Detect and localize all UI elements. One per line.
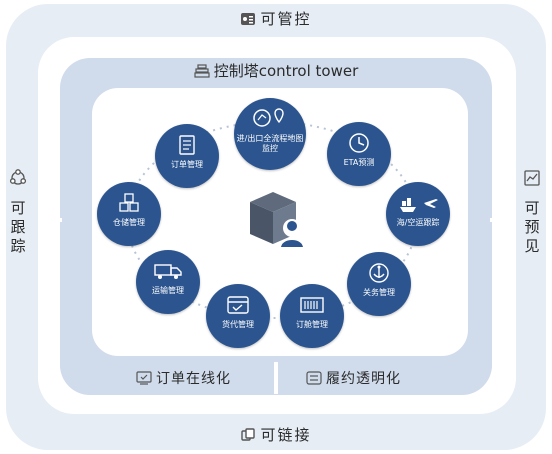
node-warehouse: 仓储管理 xyxy=(97,182,161,246)
control-tower-label: 控制塔control tower xyxy=(0,60,552,81)
outer-left-label: 可跟踪 xyxy=(8,168,28,256)
forwarder-box-icon xyxy=(227,296,249,314)
node-warehouse-label: 仓储管理 xyxy=(113,218,145,227)
node-forwarder-label: 货代管理 xyxy=(222,320,254,329)
track-icon xyxy=(9,169,27,185)
outer-right-text: 可预见 xyxy=(524,199,540,255)
node-map-monitor-label: 进/出口全流程地图监控 xyxy=(236,134,304,153)
node-sea-air: 海/空运跟踪 xyxy=(386,182,450,246)
ship-plane-icon xyxy=(400,198,438,212)
node-order-label: 订单管理 xyxy=(171,160,203,169)
fulfillment-icon xyxy=(306,371,322,385)
control-tower-text: 控制塔control tower xyxy=(213,62,359,80)
fulfillment-label: 履约透明化 xyxy=(306,368,401,388)
right-gap xyxy=(490,218,516,222)
node-transport-label: 运输管理 xyxy=(152,286,184,295)
node-map-monitor: 进/出口全流程地图监控 xyxy=(234,98,306,170)
boxes-icon xyxy=(119,193,139,212)
outer-right-label: 可预见 xyxy=(522,168,542,256)
barcode-icon xyxy=(300,297,324,313)
outer-bottom-label: 可链接 xyxy=(0,424,552,445)
node-booking: 订舱管理 xyxy=(280,284,344,348)
left-gap xyxy=(38,218,62,222)
node-customs-label: 关务管理 xyxy=(363,288,395,297)
clock-icon xyxy=(349,133,369,153)
center-package-user-icon xyxy=(250,192,306,249)
document-icon xyxy=(179,135,195,155)
node-customs: 关务管理 xyxy=(347,252,411,316)
node-transport: 运输管理 xyxy=(136,250,200,314)
outer-top-label: 可管控 xyxy=(0,8,552,29)
outer-top-text: 可管控 xyxy=(260,10,312,28)
node-eta: ETA预测 xyxy=(327,122,391,186)
forecast-icon xyxy=(524,170,540,186)
node-order: 订单管理 xyxy=(155,124,219,188)
map-monitor-icon xyxy=(253,108,284,127)
node-forwarder: 货代管理 xyxy=(206,284,270,348)
truck-icon xyxy=(154,264,182,279)
order-online-icon xyxy=(136,371,152,385)
order-online-label: 订单在线化 xyxy=(136,368,231,388)
link-icon xyxy=(241,428,256,441)
split-divider xyxy=(274,362,278,394)
tower-icon xyxy=(194,64,210,78)
anchor-icon xyxy=(369,263,389,283)
order-online-text: 订单在线化 xyxy=(156,371,231,387)
outer-left-text: 可跟踪 xyxy=(10,199,26,255)
node-eta-label: ETA预测 xyxy=(343,158,375,167)
fulfillment-text: 履约透明化 xyxy=(326,371,401,387)
manage-icon xyxy=(241,13,256,25)
node-sea-air-label: 海/空运跟踪 xyxy=(396,218,440,227)
node-booking-label: 订舱管理 xyxy=(296,320,328,329)
outer-bottom-text: 可链接 xyxy=(260,426,312,444)
